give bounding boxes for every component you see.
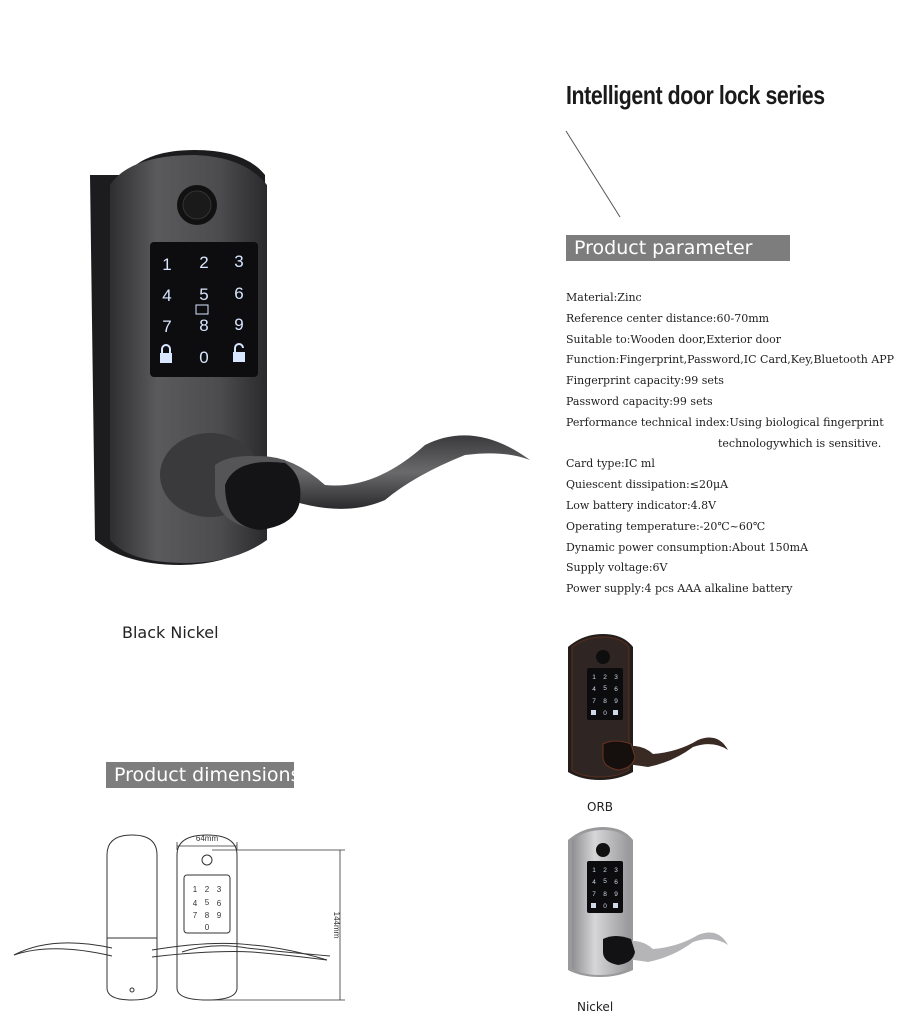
param-item: Password capacity:99 sets	[566, 394, 713, 408]
lock-icon	[160, 344, 172, 363]
svg-text:6: 6	[614, 686, 618, 693]
key-label: 6	[234, 284, 243, 303]
height-dimension-label: 144mm	[332, 912, 341, 939]
svg-text:1: 1	[193, 885, 198, 894]
svg-text:9: 9	[217, 911, 222, 920]
param-item: Suitable to:Wooden door,Exterior door	[566, 332, 782, 346]
svg-text:4: 4	[193, 899, 198, 908]
svg-text:4: 4	[592, 686, 596, 693]
product-dimensions-heading: Product dimensions	[106, 762, 301, 788]
param-item: Low battery indicator:4.8V	[566, 498, 717, 512]
param-item: Power supply:4 pcs AAA alkaline battery	[566, 582, 793, 596]
svg-text:7: 7	[193, 911, 198, 920]
card-reader-icon	[195, 304, 209, 315]
key-label: 4	[162, 286, 171, 305]
key-label: 2	[199, 253, 208, 272]
svg-text:9: 9	[614, 698, 618, 705]
svg-text:7: 7	[592, 891, 596, 898]
product-parameter-heading: Product parameter	[566, 235, 790, 261]
svg-text:0: 0	[603, 710, 607, 717]
svg-text:2: 2	[603, 674, 607, 681]
param-item: Supply voltage:6V	[566, 561, 668, 575]
unlock-icon	[233, 343, 245, 362]
svg-text:9: 9	[614, 891, 618, 898]
svg-text:8: 8	[205, 911, 210, 920]
svg-text:8: 8	[603, 698, 607, 705]
svg-text:2: 2	[205, 885, 210, 894]
param-item: Fingerprint capacity:99 sets	[566, 374, 724, 388]
svg-text:6: 6	[614, 879, 618, 886]
svg-text:3: 3	[614, 674, 618, 681]
svg-text:0: 0	[205, 923, 210, 932]
param-item: Quiescent dissipation:≤20μA	[566, 478, 729, 492]
svg-text:1: 1	[592, 867, 596, 874]
key-label: 7	[162, 317, 171, 336]
param-item: Dynamic power consumption:About 150mA	[566, 540, 809, 554]
black-nickel-label: Black Nickel	[122, 623, 219, 642]
param-item-continuation: technologywhich is sensitive.	[718, 436, 882, 450]
param-item: Material:Zinc	[566, 291, 642, 304]
width-dimension-label: 64mm	[196, 834, 219, 843]
param-item: Performance technical index:Using biolog…	[566, 415, 884, 429]
svg-text:3: 3	[614, 867, 618, 874]
svg-text:5: 5	[603, 685, 607, 692]
param-item: Card type:IC ml	[566, 457, 655, 471]
svg-text:2: 2	[603, 867, 607, 874]
orb-label: ORB	[587, 800, 614, 814]
key-label: 9	[234, 315, 243, 334]
key-label: 1	[162, 255, 171, 274]
nickel-label: Nickel	[577, 1000, 614, 1014]
param-item: Operating temperature:-20℃~60℃	[566, 519, 766, 533]
param-item: Reference center distance:60-70mm	[566, 311, 770, 325]
svg-text:7: 7	[592, 698, 596, 705]
key-label: 0	[199, 348, 208, 367]
svg-text:6: 6	[217, 899, 222, 908]
series-title: Intelligent door lock series	[566, 80, 825, 110]
svg-text:3: 3	[217, 885, 222, 894]
svg-text:0: 0	[603, 903, 607, 910]
black-nickel-lock-image: 1 2 3 4 5 6 7 8 9 0	[90, 150, 530, 565]
key-label: 3	[234, 252, 243, 271]
decorative-diagonal-line	[565, 130, 621, 218]
key-label: 8	[199, 316, 208, 335]
svg-text:1: 1	[592, 674, 596, 681]
svg-text:8: 8	[603, 891, 607, 898]
svg-text:5: 5	[603, 878, 607, 885]
svg-text:5: 5	[205, 898, 210, 907]
param-item: Function:Fingerprint,Password,IC Card,Ke…	[566, 353, 895, 367]
svg-text:4: 4	[592, 879, 596, 886]
key-label: 5	[199, 285, 208, 304]
parameter-list: Material:Zinc Reference center distance:…	[566, 288, 894, 600]
